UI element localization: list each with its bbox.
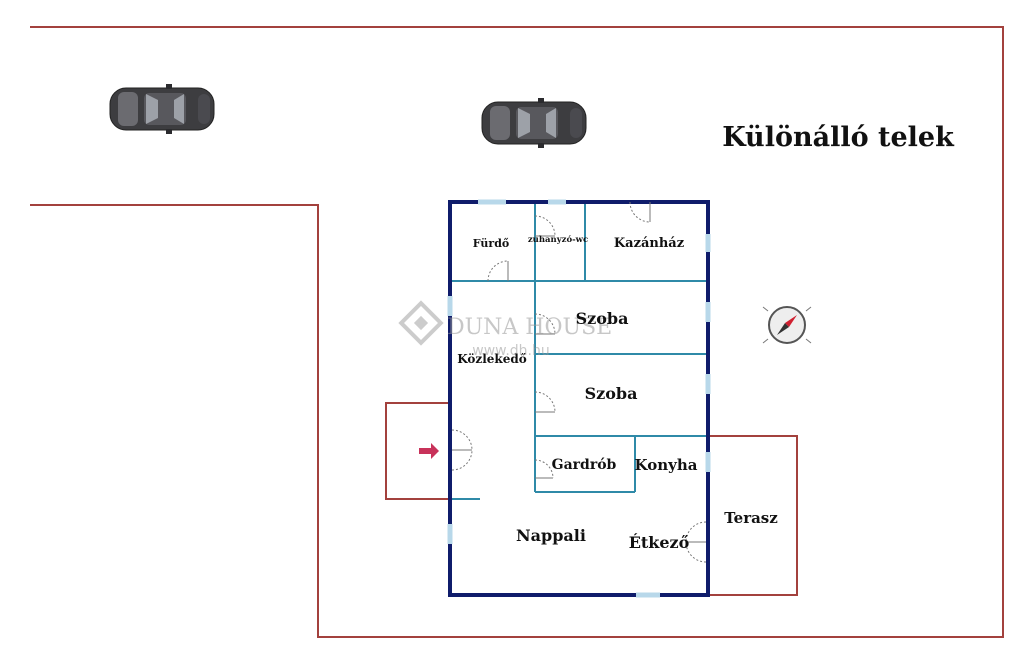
room-label-konyha: Konyha bbox=[635, 456, 698, 474]
car-icon bbox=[481, 98, 587, 148]
room-label-szoba-1: Szoba bbox=[576, 309, 629, 328]
watermark: DUNA HOUSE www.dh.hu bbox=[398, 300, 612, 359]
room-label-furdo: Fürdő bbox=[473, 237, 509, 250]
room-label-gardrob: Gardrób bbox=[552, 457, 617, 473]
duna-house-logo-icon bbox=[398, 300, 444, 346]
watermark-brand: DUNA HOUSE bbox=[447, 315, 612, 340]
entrance-arrow-icon bbox=[419, 443, 439, 459]
windows bbox=[447, 199, 711, 598]
room-label-etkezo: Étkező bbox=[629, 532, 690, 552]
compass-icon bbox=[762, 306, 812, 344]
room-label-kozlekedo: Közlekedő bbox=[457, 352, 527, 366]
inner-walls bbox=[450, 202, 708, 500]
room-label-terasz: Terasz bbox=[724, 509, 778, 527]
terrace-outline bbox=[708, 435, 798, 596]
room-label-szoba-2: Szoba bbox=[585, 384, 638, 403]
entrance-porch bbox=[385, 402, 450, 500]
plot-boundary bbox=[30, 26, 1004, 638]
outer-walls bbox=[448, 200, 710, 597]
room-label-nappali: Nappali bbox=[516, 526, 586, 545]
watermark-url: www.dh.hu bbox=[472, 343, 549, 359]
plot-title: Különálló telek bbox=[722, 122, 955, 153]
doors bbox=[451, 201, 707, 563]
room-label-kazanhaz: Kazánház bbox=[614, 236, 684, 251]
car-icon bbox=[109, 84, 215, 134]
room-label-zuhanyzo: zuhanyzó-wc bbox=[528, 234, 588, 245]
